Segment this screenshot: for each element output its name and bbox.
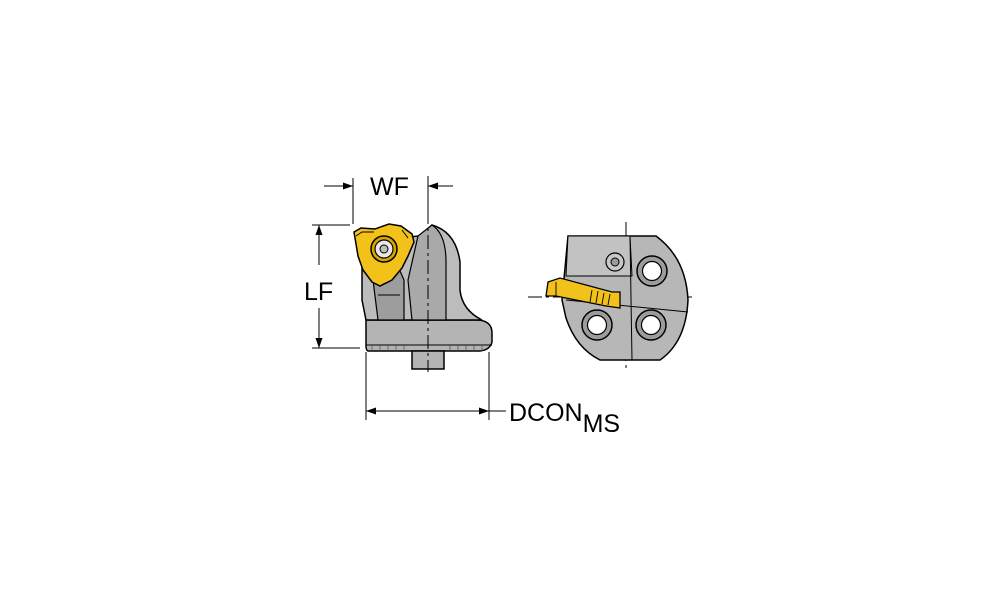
dcon-main: DCON	[509, 399, 583, 427]
dcon-label: DCONMS	[509, 399, 620, 438]
end-view	[528, 222, 694, 372]
wf-label: WF	[370, 173, 409, 201]
lf-label: LF	[304, 278, 333, 306]
clamp-wedge	[407, 224, 447, 321]
base-flange	[365, 319, 493, 352]
flange-ticks	[371, 345, 483, 351]
dimension-lines	[312, 176, 506, 420]
bolt-holes	[581, 255, 668, 341]
insert-end-view	[545, 277, 621, 309]
dcon-subscript: MS	[583, 410, 621, 438]
side-view	[353, 210, 493, 372]
